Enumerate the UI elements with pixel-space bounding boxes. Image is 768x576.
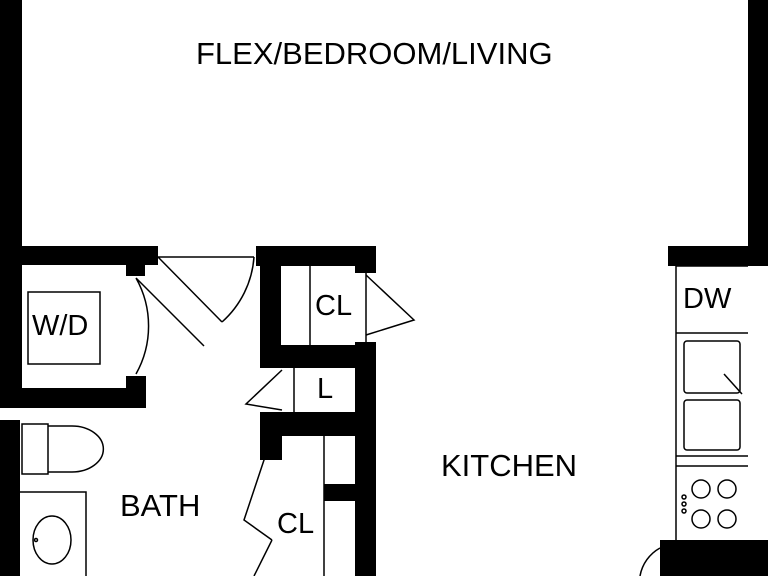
left-wall-lower [0, 420, 20, 576]
room-label-flex: FLEX/BEDROOM/LIVING [196, 36, 553, 71]
kitchen-counter [675, 265, 748, 540]
closet-right-wall [355, 342, 376, 576]
burner-1 [691, 479, 711, 499]
room-label-linen: L [317, 373, 334, 405]
right-wall-upper [748, 0, 768, 266]
washer-dryer-box [27, 291, 101, 365]
kitchen-sink-lower [683, 399, 741, 451]
sink-drain [33, 537, 39, 543]
burner-2 [717, 479, 737, 499]
closet-left-wall [260, 246, 281, 368]
entry-door-swing [639, 547, 661, 576]
kitchen-wall-cap [668, 246, 768, 266]
knob-2 [681, 501, 687, 507]
kitchen-sink-upper [683, 340, 741, 394]
lower-closet-door-1 [243, 435, 273, 541]
room-label-kitchen: KITCHEN [441, 448, 578, 483]
left-wall-upper [0, 0, 22, 405]
linen-left-stub [260, 412, 282, 460]
laundry-jamb-bottom [126, 376, 146, 408]
laundry-door-swing [135, 277, 205, 375]
toilet-tank [21, 423, 49, 475]
toilet-bowl [48, 425, 105, 473]
knob-1 [681, 494, 687, 500]
lower-closet-door-2 [253, 539, 273, 576]
laundry-top-wall [0, 246, 158, 265]
laundry-bottom-wall [0, 388, 146, 408]
fixtures [20, 256, 748, 576]
lower-closet-stub [324, 484, 376, 501]
burner-3 [691, 509, 711, 529]
burner-4 [717, 509, 737, 529]
sink [32, 515, 72, 565]
closet-mid-wall [260, 345, 376, 368]
room-label-wd: W/D [32, 310, 89, 342]
room-label-bath: BATH [120, 488, 201, 523]
closet-top-stub [355, 246, 376, 273]
upper-closet-door [365, 274, 416, 336]
knob-3 [681, 508, 687, 514]
linen-door [244, 369, 283, 411]
room-label-closet-lower: CL [277, 508, 315, 540]
kitchen-wall-bottom [660, 540, 768, 576]
laundry-jamb-top [126, 246, 145, 276]
interior-walls [0, 246, 768, 576]
faucet [723, 373, 743, 395]
room-label-closet-upper: CL [315, 290, 353, 322]
closet-top-wall [256, 246, 376, 266]
vanity [20, 491, 87, 576]
room-label-dw: DW [683, 283, 732, 315]
bath-door-swing [157, 256, 255, 323]
